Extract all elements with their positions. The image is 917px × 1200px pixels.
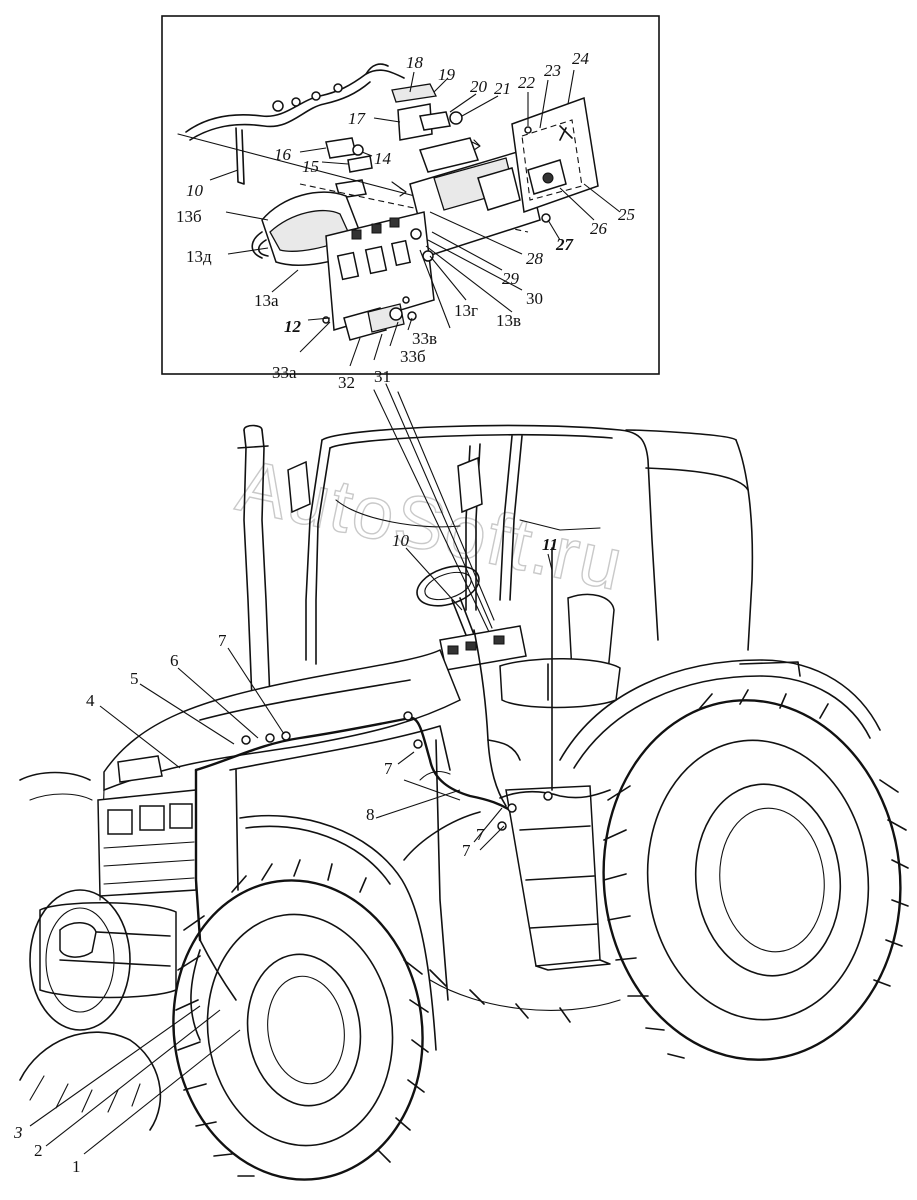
detail-label-19: 19	[438, 65, 456, 84]
label-7-lower-a: 7	[462, 841, 471, 860]
detail-label-22: 22	[518, 73, 536, 92]
detail-label-33a: 33а	[272, 363, 297, 382]
detail-label-26: 26	[590, 219, 608, 238]
detail-label-21: 21	[494, 79, 511, 98]
detail-label-31: 31	[374, 367, 391, 386]
detail-label-33v: 33в	[412, 329, 437, 348]
label-11: 11	[542, 535, 558, 554]
detail-label-10: 10	[186, 181, 204, 200]
detail-label-30: 30	[526, 289, 543, 308]
detail-label-17: 17	[348, 109, 367, 128]
detail-inset: 10 13б 13д 13а 12 16 15 14 17 18 19 20 2…	[161, 15, 660, 392]
label-4: 4	[86, 691, 95, 710]
detail-label-29: 29	[502, 269, 520, 288]
detail-label-27: 27	[555, 235, 575, 254]
detail-label-25: 25	[618, 205, 635, 224]
label-7-left: 7	[384, 759, 393, 778]
detail-label-13d: 13д	[186, 247, 212, 266]
detail-label-33b: 33б	[400, 347, 426, 366]
wiring-harness	[194, 716, 512, 812]
detail-label-13a: 13а	[254, 291, 279, 310]
label-6: 6	[170, 651, 179, 670]
detail-label-13v: 13в	[496, 311, 521, 330]
label-7-top: 7	[218, 631, 227, 650]
label-10: 10	[392, 531, 410, 550]
tractor: 1 2 3 4 5 6 7 7 7 7 8 10 11	[13, 424, 909, 1181]
detail-label-13b: 13б	[176, 207, 202, 226]
detail-label-20: 20	[470, 77, 488, 96]
detail-label-14: 14	[374, 149, 392, 168]
label-2: 2	[34, 1141, 43, 1160]
detail-label-12: 12	[284, 317, 302, 336]
detail-label-24: 24	[572, 49, 590, 68]
label-5: 5	[130, 669, 139, 688]
label-7-lower-b: 7	[476, 825, 485, 844]
detail-label-18: 18	[406, 53, 424, 72]
detail-label-15: 15	[302, 157, 319, 176]
detail-label-13g: 13г	[454, 301, 478, 320]
label-8: 8	[366, 805, 375, 824]
label-3: 3	[13, 1123, 23, 1142]
detail-label-16: 16	[274, 145, 292, 164]
detail-label-28: 28	[526, 249, 544, 268]
detail-label-32: 32	[338, 373, 355, 392]
label-1: 1	[72, 1157, 81, 1176]
detail-label-23: 23	[544, 61, 561, 80]
